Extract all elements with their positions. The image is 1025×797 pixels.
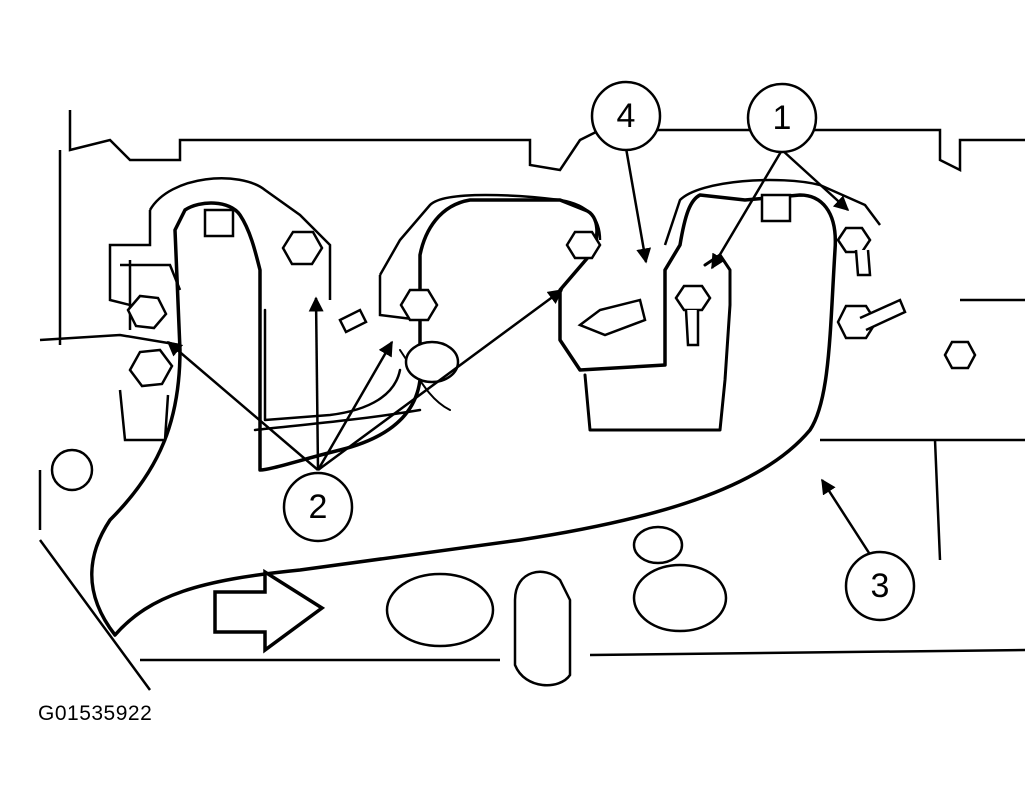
bolt-1 bbox=[126, 294, 168, 330]
callout-1: 1 bbox=[746, 82, 818, 154]
bolts bbox=[126, 193, 977, 388]
port-small bbox=[50, 448, 94, 492]
callout-4: 4 bbox=[590, 80, 662, 152]
leader-4 bbox=[624, 147, 652, 264]
callout-2: 2 bbox=[282, 471, 354, 543]
bolt-10 bbox=[943, 340, 977, 370]
stud-2 bbox=[760, 193, 792, 223]
leader-2b bbox=[308, 296, 324, 471]
bolt-8 bbox=[836, 226, 872, 254]
callout-3-label: 3 bbox=[871, 567, 890, 605]
bolt-5 bbox=[404, 340, 460, 384]
bolt-3 bbox=[281, 230, 324, 266]
front-direction-arrow bbox=[213, 568, 326, 654]
bolt-6 bbox=[565, 230, 602, 260]
leader-2d bbox=[317, 288, 564, 472]
bolt-2 bbox=[128, 348, 174, 388]
bolt-7 bbox=[674, 284, 712, 312]
port-1 bbox=[385, 572, 495, 648]
exhaust-manifold bbox=[90, 193, 838, 637]
port-2 bbox=[632, 563, 728, 633]
bolt-4 bbox=[399, 288, 439, 322]
figure-id-label: G01535922 bbox=[38, 702, 153, 725]
leader-2a bbox=[166, 341, 319, 471]
leader-1b bbox=[781, 149, 850, 212]
studs bbox=[118, 249, 907, 442]
cylinder-head-outline bbox=[38, 110, 1025, 691]
callout-4-label: 4 bbox=[617, 97, 636, 135]
leader-lines bbox=[166, 147, 882, 571]
callout-1-label: 1 bbox=[773, 99, 792, 137]
plug-tube-1 bbox=[513, 570, 572, 687]
callout-2-label: 2 bbox=[309, 488, 328, 526]
leader-1a bbox=[710, 149, 784, 270]
callout-3: 3 bbox=[844, 550, 916, 622]
leader-2c bbox=[316, 340, 394, 471]
plug-tube-2-top bbox=[632, 525, 684, 565]
stud-1 bbox=[203, 208, 235, 238]
manifold-flange bbox=[108, 177, 881, 322]
engine-ports bbox=[50, 448, 728, 687]
